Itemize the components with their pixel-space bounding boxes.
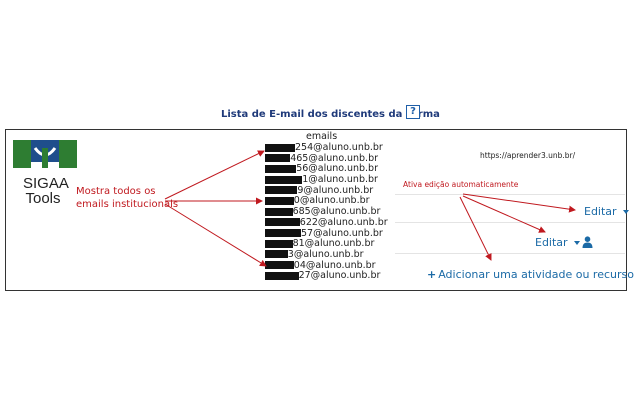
separator	[395, 222, 625, 223]
emails-column-header: emails	[306, 131, 338, 142]
email-row: 254@aluno.unb.br	[265, 142, 388, 154]
unb-logo-icon	[13, 140, 77, 168]
email-row: 04@aluno.unb.br	[265, 259, 388, 272]
user-icon[interactable]	[582, 236, 593, 248]
plus-icon: +	[427, 268, 437, 281]
email-address: 04@aluno.unb.br	[293, 259, 376, 271]
email-address: 685@aluno.unb.br	[292, 206, 381, 218]
redaction-bar	[265, 218, 300, 227]
add-activity-link[interactable]: +Adicionar uma atividade ou recurso	[427, 268, 634, 281]
arrow-to-edit-1	[462, 193, 576, 213]
email-address: 81@aluno.unb.br	[292, 238, 375, 250]
redaction-bar	[265, 154, 291, 163]
arrow-to-emails-bottom	[164, 203, 267, 267]
annotation-line-1: Mostra todos os	[76, 186, 156, 197]
email-address: 3@aluno.unb.br	[287, 248, 364, 260]
redaction-bar	[265, 143, 295, 152]
redaction-bar	[265, 207, 293, 216]
email-address: 57@aluno.unb.br	[301, 227, 383, 239]
moodle-url: https://aprender3.unb.br/	[480, 151, 576, 160]
help-button[interactable]: ?	[406, 105, 420, 119]
annotation-show-emails: Mostra todos os emails institucionais	[76, 185, 178, 211]
email-row: 685@aluno.unb.br	[265, 206, 388, 218]
edit-button-2[interactable]: Editar	[535, 236, 580, 249]
redaction-bar	[265, 186, 298, 195]
email-address: 0@aluno.unb.br	[293, 195, 370, 207]
email-row: 9@aluno.unb.br	[265, 184, 388, 197]
content-panel	[5, 129, 627, 291]
arrow-to-emails-top	[164, 150, 265, 200]
email-row: 622@aluno.unb.br	[265, 216, 388, 229]
add-activity-label: Adicionar uma atividade ou recurso	[438, 268, 634, 281]
email-address: 27@aluno.unb.br	[298, 270, 381, 282]
logo-line-1: SIGAA	[23, 175, 69, 192]
caret-down-icon	[573, 241, 580, 245]
email-address: 254@aluno.unb.br	[295, 142, 383, 153]
redaction-bar	[265, 196, 294, 205]
email-row: 57@aluno.unb.br	[265, 227, 388, 240]
logo-text: SIGAA Tools	[23, 175, 69, 207]
email-address: 1@aluno.unb.br	[302, 174, 378, 186]
email-row: 81@aluno.unb.br	[265, 238, 388, 250]
email-row: 465@aluno.unb.br	[265, 152, 388, 165]
email-row: 56@aluno.unb.br	[265, 164, 388, 175]
email-row: 3@aluno.unb.br	[265, 248, 388, 261]
annotation-auto-edit: Ativa edição automaticamente	[403, 180, 519, 189]
email-address: 9@aluno.unb.br	[297, 184, 374, 196]
email-row: 1@aluno.unb.br	[265, 174, 388, 186]
separator	[395, 194, 625, 195]
email-address: 622@aluno.unb.br	[299, 216, 388, 228]
redaction-bar	[265, 229, 301, 237]
edit-label: Editar	[535, 236, 568, 249]
separator	[395, 253, 625, 254]
page-title: Lista de E-mail dos discentes da turma	[221, 109, 440, 120]
arrow-to-add-activity	[459, 196, 492, 261]
caret-down-icon	[622, 210, 629, 214]
redaction-bar	[265, 261, 294, 270]
redaction-bar	[265, 175, 303, 184]
redaction-bar	[265, 250, 288, 259]
redaction-bar	[265, 164, 297, 173]
edit-button-1[interactable]: Editar	[584, 205, 629, 218]
edit-label: Editar	[584, 205, 617, 218]
redaction-bar	[265, 239, 293, 248]
annotation-line-2: emails institucionais	[76, 199, 179, 210]
email-row: 27@aluno.unb.br	[265, 270, 388, 282]
redaction-bar	[265, 271, 299, 280]
email-address: 56@aluno.unb.br	[296, 163, 378, 175]
logo-line-2: Tools	[25, 190, 61, 207]
arrow-to-edit-2	[462, 195, 546, 233]
email-row: 0@aluno.unb.br	[265, 196, 388, 207]
email-address: 465@aluno.unb.br	[290, 152, 379, 164]
